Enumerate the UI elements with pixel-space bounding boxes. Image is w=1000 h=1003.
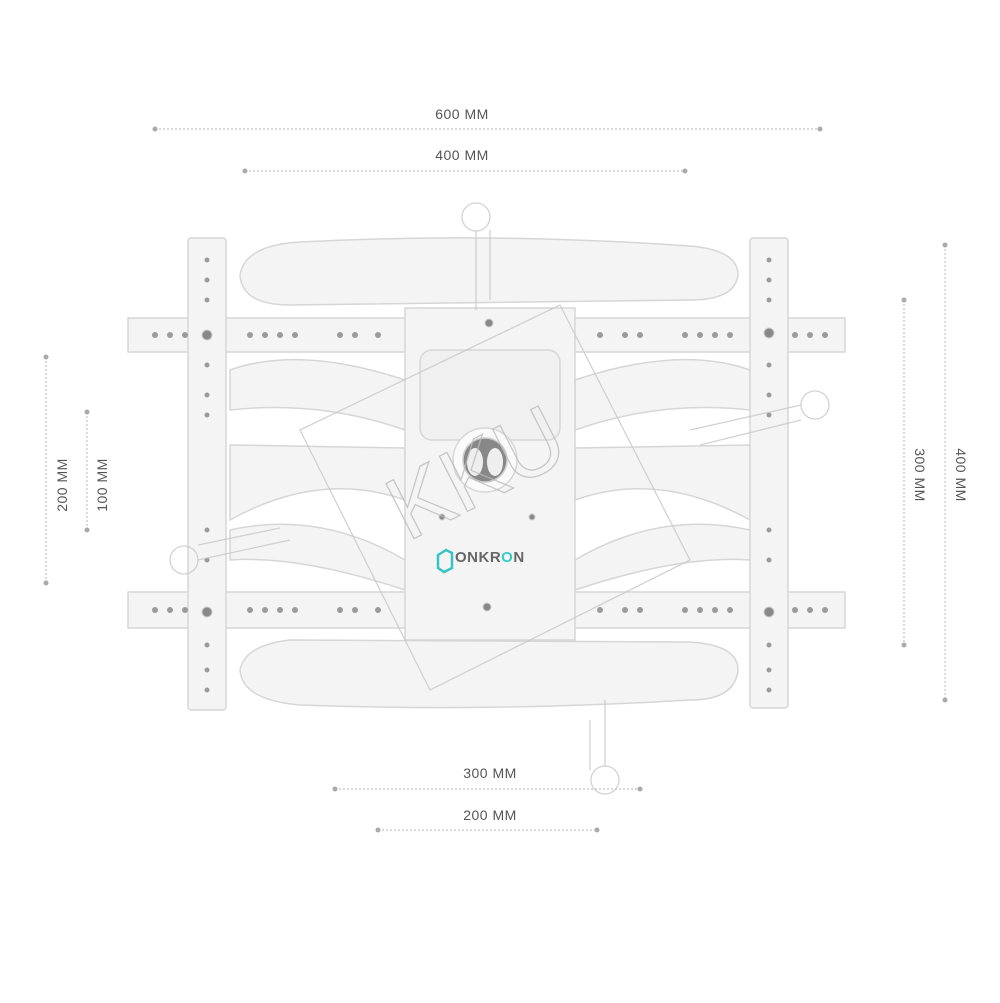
dim-300-bottom: 300 MM (463, 765, 517, 781)
bolts (201, 318, 775, 618)
rail-holes (152, 257, 828, 693)
right-arm (574, 358, 751, 592)
dim-100-left: 100 MM (94, 458, 110, 512)
upper-pad (239, 237, 739, 306)
dim-200-left: 200 MM (54, 458, 70, 512)
right-vertical-rail (749, 237, 789, 709)
left-vertical-rail (187, 237, 227, 711)
dimension-lines (43, 126, 948, 833)
dim-400-top: 400 MM (435, 147, 489, 163)
dim-300-right: 300 MM (912, 448, 928, 502)
onkron-logo: ONKRON (455, 549, 525, 566)
dim-400-right: 400 MM (953, 448, 969, 502)
onkron-logo-icon (436, 548, 454, 574)
dim-200-bottom: 200 MM (463, 807, 517, 823)
dim-600: 600 MM (435, 106, 489, 122)
lower-pad (239, 639, 739, 709)
